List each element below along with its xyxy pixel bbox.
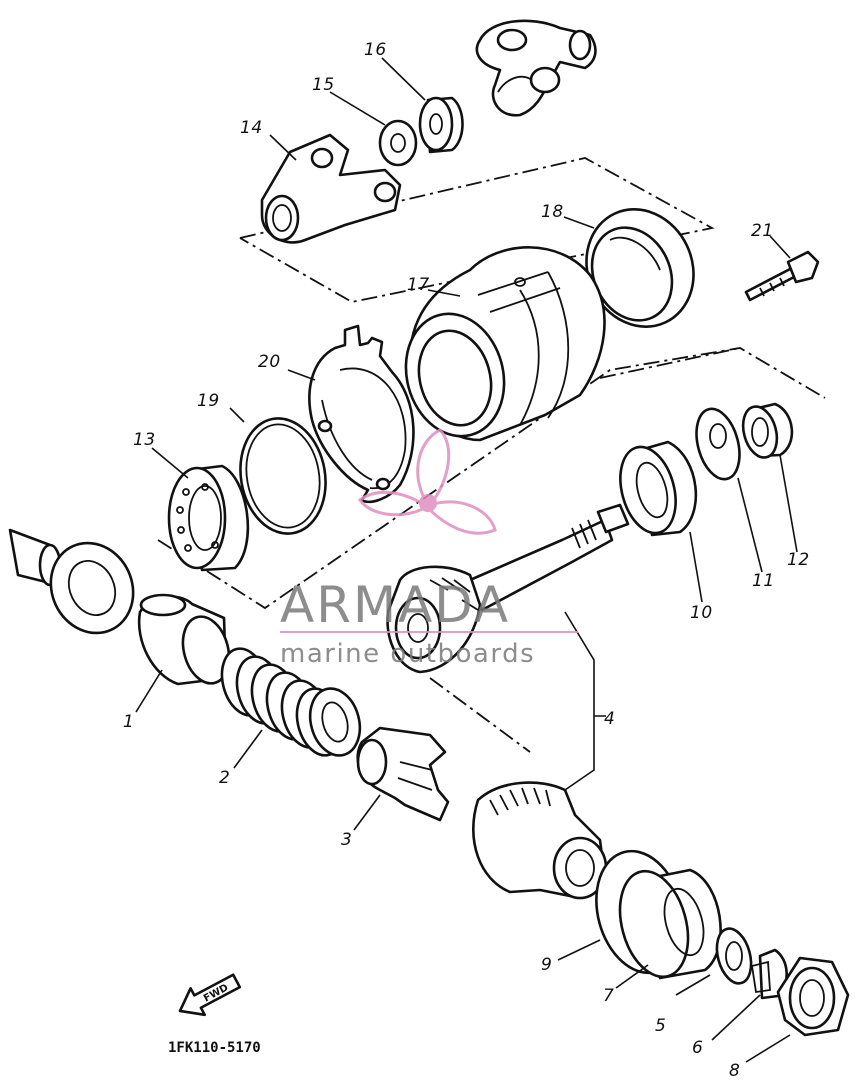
yoke-part-14 [260,133,402,244]
bearing-part-16 [418,96,464,154]
callout-9: 9 [541,955,552,975]
watermark: ARMADA marine outboards [280,428,578,669]
callout-4: 4 [604,709,615,729]
forward-arrow-icon: FWD [178,973,242,1017]
assembly-guide-lines [157,157,826,753]
callout-13: 13 [133,430,156,450]
leader-lines [135,57,798,1063]
bearing-part-10 [619,440,698,537]
callout-8: 8 [729,1061,740,1081]
nut-part-8 [776,956,850,1037]
callout-numbers: 1 2 3 4 5 6 7 8 9 10 11 12 13 14 15 16 1… [123,40,810,1081]
callout-15: 15 [312,75,335,95]
callout-19: 19 [197,391,220,411]
sleeve-part-1 [137,593,231,686]
callout-17: 17 [407,275,430,295]
spring-part-2 [220,647,362,757]
callout-21: 21 [751,221,774,241]
washer-part-15 [378,119,418,167]
callout-11: 11 [752,571,775,591]
propeller-logo-icon [357,428,497,535]
clutch-part-3 [356,726,450,822]
pinion-shaft-part-4 [386,503,630,674]
bevel-gear-part-4 [472,781,608,900]
washer-part-5 [715,927,753,985]
callout-1: 1 [123,712,134,732]
bearing-left [49,541,135,635]
callout-16: 16 [364,40,387,60]
callout-6: 6 [692,1038,703,1058]
callout-12: 12 [787,550,810,570]
callout-5: 5 [655,1016,666,1036]
bearing-part-12 [741,402,794,459]
washer-part-11 [695,407,741,481]
callout-2: 2 [219,768,230,788]
watermark-tagline: marine outboards [280,639,535,669]
callout-18: 18 [541,202,564,222]
callout-14: 14 [240,118,263,138]
callout-3: 3 [341,830,352,850]
watermark-brand: ARMADA [280,576,510,634]
callout-7: 7 [603,986,614,1006]
callout-10: 10 [690,603,713,623]
bolt-part-21 [744,250,820,302]
universal-joint-part [475,19,597,117]
plate-part-20 [308,324,415,504]
diagram-code: 1FK110-5170 [168,1040,261,1056]
bearing-part-13 [167,464,250,572]
callout-20: 20 [258,352,281,372]
o-ring-part-19 [239,417,327,535]
bearing-part-7 [618,868,722,980]
seal-part-18 [585,208,695,328]
